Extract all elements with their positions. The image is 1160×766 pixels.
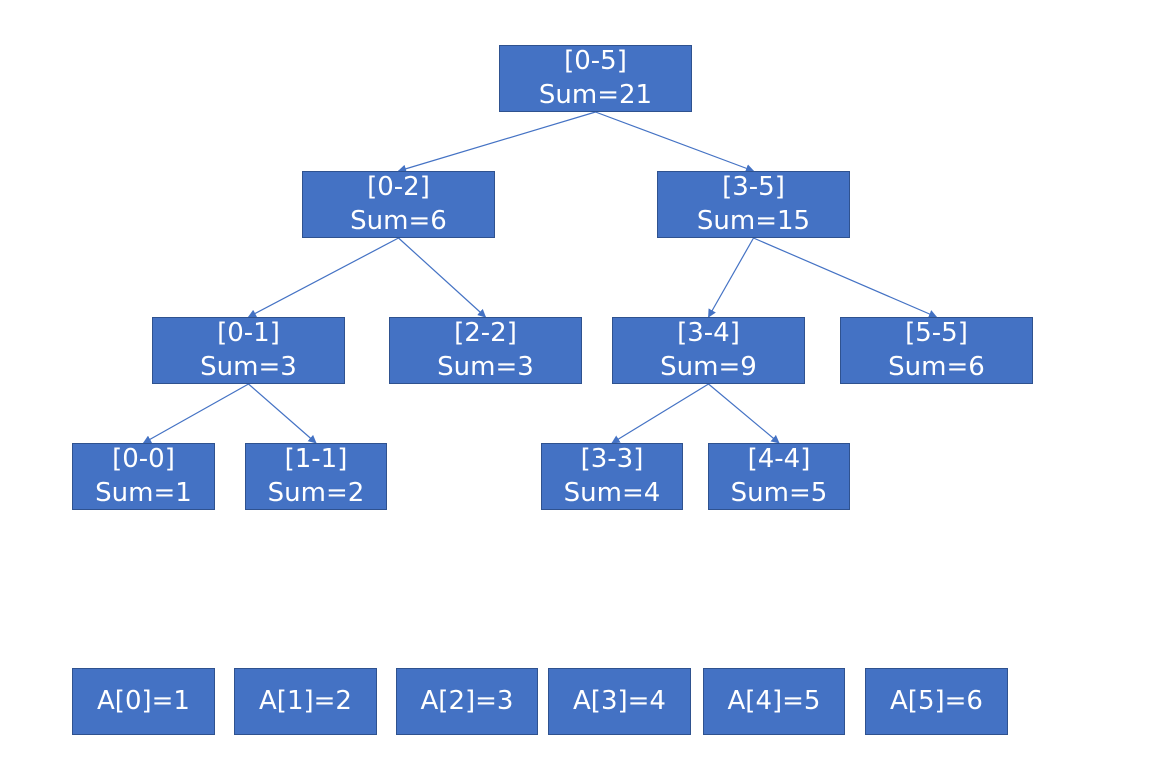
node-range-label: [3-3] bbox=[580, 444, 644, 475]
array-element-1: A[1]=2 bbox=[234, 668, 377, 735]
array-element-label: A[1]=2 bbox=[259, 685, 352, 716]
node-sum-label: Sum=3 bbox=[437, 351, 534, 382]
tree-node-0-0: [0-0] Sum=1 bbox=[72, 443, 215, 510]
edge-n01-n11 bbox=[248, 383, 317, 444]
edge-n34-n44 bbox=[708, 383, 780, 444]
node-sum-label: Sum=9 bbox=[660, 351, 757, 382]
array-element-label: A[3]=4 bbox=[573, 685, 666, 716]
node-sum-label: Sum=5 bbox=[730, 477, 828, 508]
edge-n35-n34 bbox=[707, 237, 755, 318]
tree-node-0-5: [0-5] Sum=21 bbox=[499, 45, 692, 112]
tree-node-0-2: [0-2] Sum=6 bbox=[302, 171, 495, 238]
edge-n01-n00 bbox=[142, 383, 249, 444]
node-range-label: [3-4] bbox=[677, 318, 740, 349]
tree-node-2-2: [2-2] Sum=3 bbox=[389, 317, 582, 384]
node-sum-label: Sum=1 bbox=[95, 477, 192, 508]
node-range-label: [0-5] bbox=[564, 46, 627, 77]
tree-node-1-1: [1-1] Sum=2 bbox=[245, 443, 387, 510]
node-sum-label: Sum=3 bbox=[200, 351, 297, 382]
node-range-label: [2-2] bbox=[454, 318, 517, 349]
node-sum-label: Sum=21 bbox=[538, 79, 653, 110]
edge-n02-n01 bbox=[247, 237, 399, 318]
node-sum-label: Sum=2 bbox=[267, 477, 365, 508]
node-range-label: [4-4] bbox=[747, 444, 811, 475]
node-sum-label: Sum=4 bbox=[563, 477, 661, 508]
edge-n02-n22 bbox=[398, 237, 487, 318]
array-element-label: A[2]=3 bbox=[420, 685, 514, 716]
node-sum-label: Sum=15 bbox=[696, 205, 811, 236]
array-element-3: A[3]=4 bbox=[548, 668, 691, 735]
array-element-label: A[0]=1 bbox=[97, 685, 190, 716]
node-range-label: [5-5] bbox=[905, 318, 968, 349]
array-element-4: A[4]=5 bbox=[703, 668, 845, 735]
tree-node-3-5: [3-5] Sum=15 bbox=[657, 171, 850, 238]
edge-n35-n55 bbox=[753, 237, 938, 318]
node-range-label: [0-0] bbox=[112, 444, 175, 475]
edge-n34-n33 bbox=[611, 383, 709, 444]
array-element-0: A[0]=1 bbox=[72, 668, 215, 735]
node-sum-label: Sum=6 bbox=[350, 205, 447, 236]
array-element-5: A[5]=6 bbox=[865, 668, 1008, 735]
tree-node-3-3: [3-3] Sum=4 bbox=[541, 443, 683, 510]
edge-n05-n35 bbox=[595, 111, 755, 173]
array-element-label: A[5]=6 bbox=[890, 685, 983, 716]
tree-node-5-5: [5-5] Sum=6 bbox=[840, 317, 1033, 384]
tree-node-0-1: [0-1] Sum=3 bbox=[152, 317, 345, 384]
tree-node-3-4: [3-4] Sum=9 bbox=[612, 317, 805, 384]
node-sum-label: Sum=6 bbox=[888, 351, 985, 382]
node-range-label: [3-5] bbox=[722, 172, 785, 203]
tree-node-4-4: [4-4] Sum=5 bbox=[708, 443, 850, 510]
array-element-2: A[2]=3 bbox=[396, 668, 538, 735]
array-element-label: A[4]=5 bbox=[727, 685, 821, 716]
edge-n05-n02 bbox=[397, 111, 596, 173]
node-range-label: [0-1] bbox=[217, 318, 280, 349]
node-range-label: [1-1] bbox=[284, 444, 348, 475]
node-range-label: [0-2] bbox=[367, 172, 430, 203]
